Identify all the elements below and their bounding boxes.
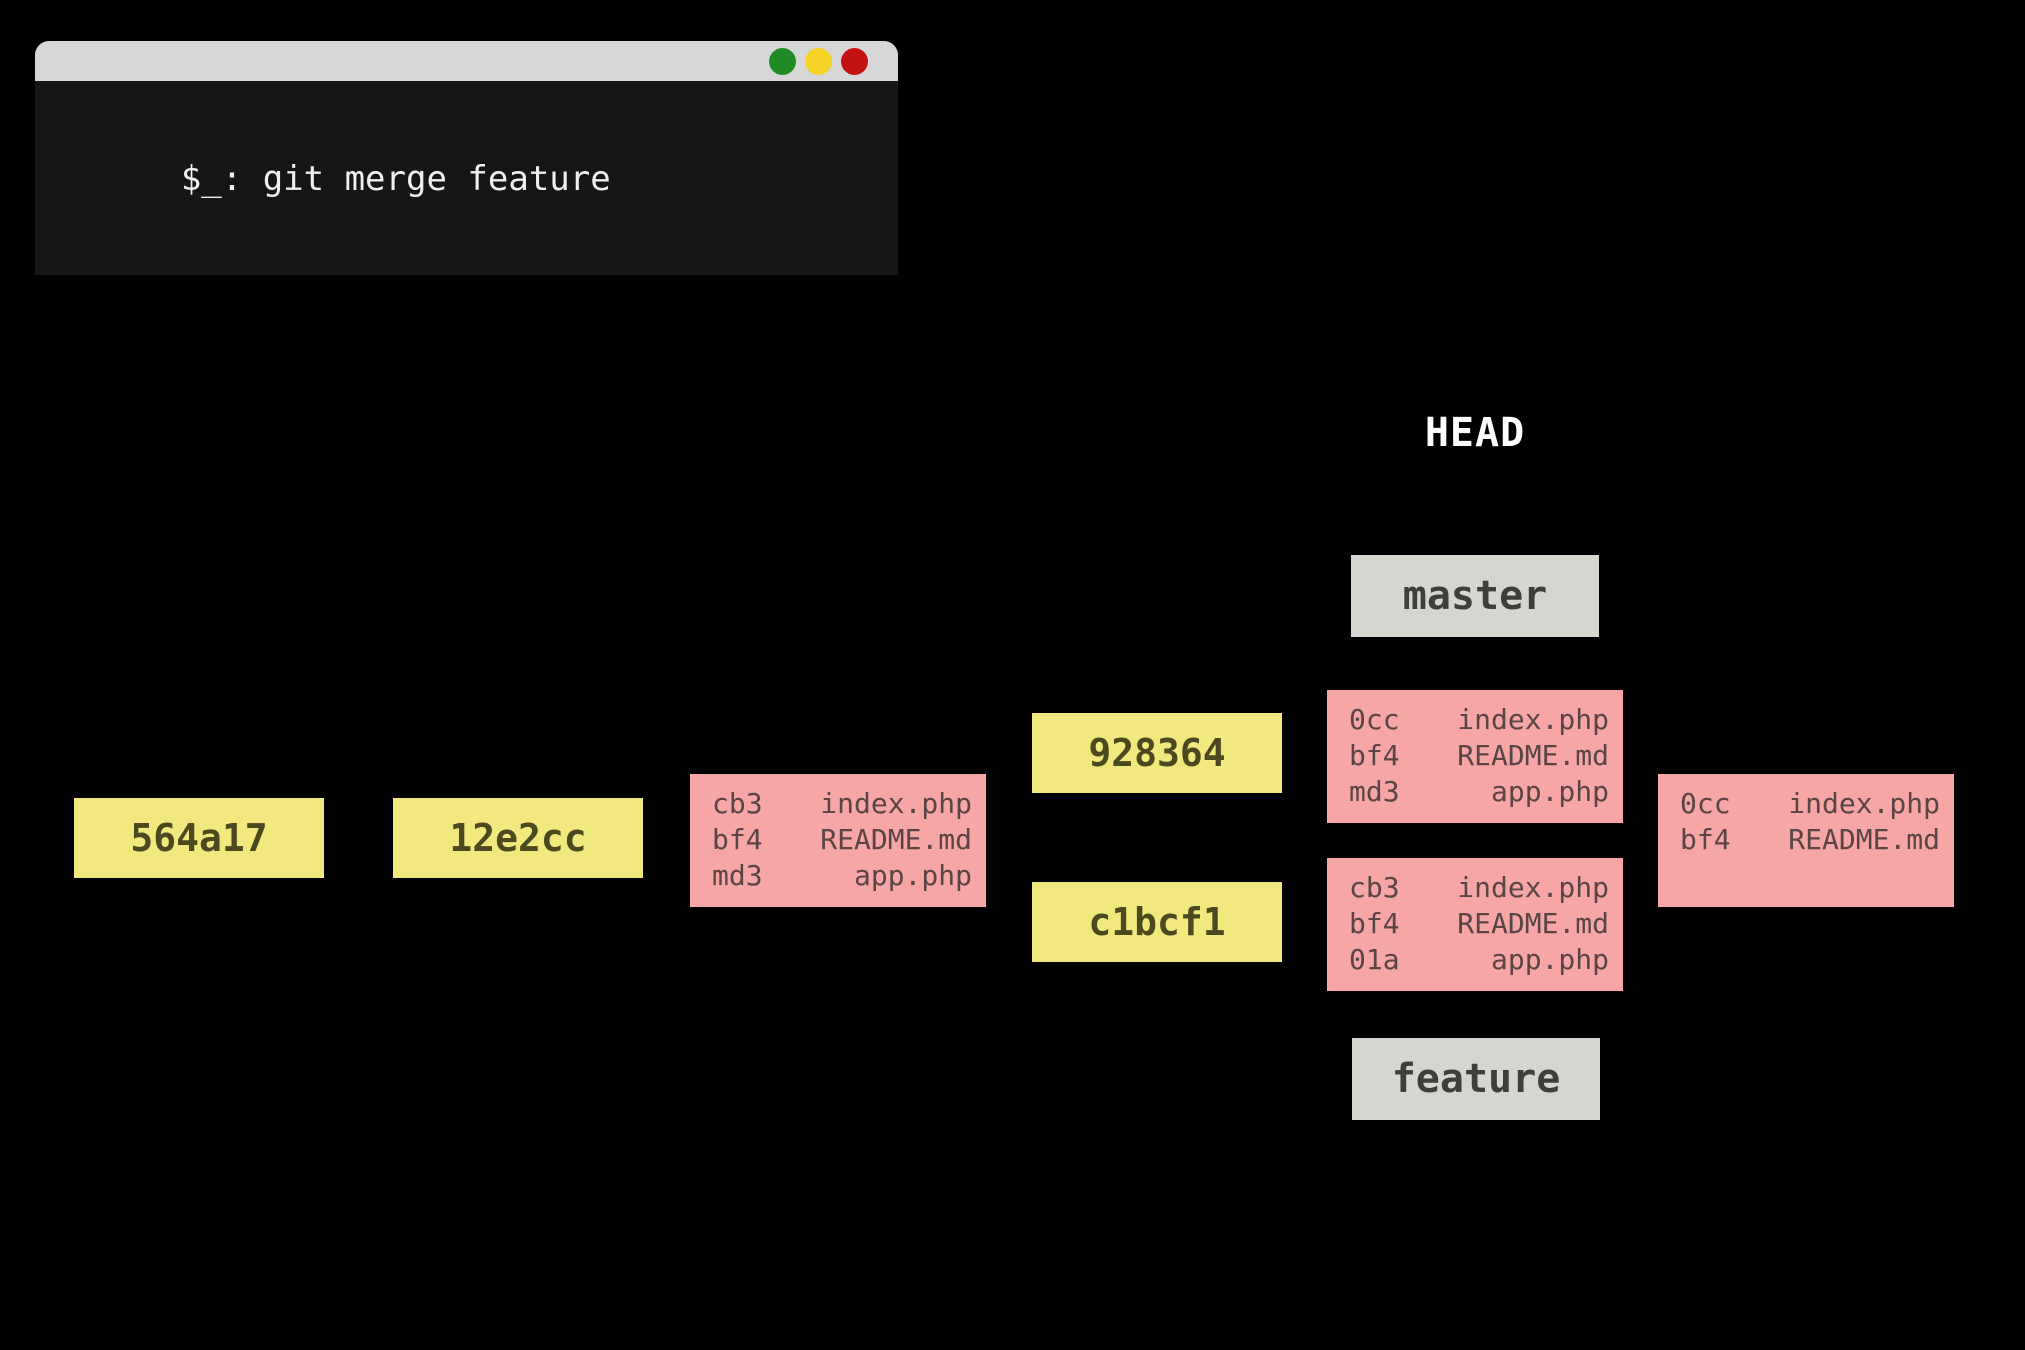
blob-hash: 01a bbox=[1349, 943, 1400, 976]
file-tree-row: md3 app.php bbox=[712, 858, 972, 894]
file-tree-row: bf4 README.md bbox=[1680, 822, 1940, 858]
file-name: README.md bbox=[1457, 907, 1609, 940]
file-tree-row: cb3 index.php bbox=[712, 786, 972, 822]
file-tree-row: 0cc index.php bbox=[1680, 786, 1940, 822]
file-tree-feature: cb3 index.php bf4 README.md 01a app.php bbox=[1327, 858, 1623, 991]
blob-hash: md3 bbox=[1349, 775, 1400, 808]
file-tree-12e2cc: cb3 index.php bf4 README.md md3 app.php bbox=[690, 774, 986, 907]
commit-hash: 928364 bbox=[1088, 731, 1226, 775]
branch-master-text: master bbox=[1402, 573, 1548, 619]
file-name: index.php bbox=[1457, 871, 1609, 904]
window-yellow-light-icon[interactable] bbox=[805, 47, 832, 75]
terminal-command-text: $_: git merge feature bbox=[180, 159, 611, 199]
commit-hash: c1bcf1 bbox=[1088, 900, 1226, 944]
blob-hash: cb3 bbox=[712, 787, 763, 820]
file-tree-row: bf4 README.md bbox=[712, 822, 972, 858]
file-name: app.php bbox=[853, 859, 972, 892]
blob-hash: 0cc bbox=[1349, 703, 1400, 736]
file-name: README.md bbox=[1457, 739, 1609, 772]
terminal-window: $_: git merge feature bbox=[35, 41, 898, 275]
file-name: app.php bbox=[1490, 775, 1609, 808]
file-tree-row: bf4 README.md bbox=[1349, 738, 1609, 774]
commit-hash: 564a17 bbox=[130, 816, 268, 860]
file-tree-row: 0cc index.php bbox=[1349, 702, 1609, 738]
file-tree-row: bf4 README.md bbox=[1349, 906, 1609, 942]
branch-label-feature: feature bbox=[1352, 1038, 1600, 1120]
terminal-body[interactable]: $_: git merge feature bbox=[35, 81, 898, 275]
blob-hash: bf4 bbox=[1680, 823, 1731, 856]
window-red-light-icon[interactable] bbox=[841, 47, 868, 75]
commit-node-c1bcf1: c1bcf1 bbox=[1032, 882, 1282, 962]
blob-hash: bf4 bbox=[1349, 907, 1400, 940]
branch-label-master: master bbox=[1351, 555, 1599, 637]
commit-node-12e2cc: 12e2cc bbox=[393, 798, 643, 878]
file-tree-row: 01a app.php bbox=[1349, 942, 1609, 978]
file-tree-merge-result: 0cc index.php bf4 README.md bbox=[1658, 774, 1954, 907]
blob-hash: cb3 bbox=[1349, 871, 1400, 904]
file-name: README.md bbox=[1788, 823, 1940, 856]
blob-hash: md3 bbox=[712, 859, 763, 892]
blob-hash: 0cc bbox=[1680, 787, 1731, 820]
commit-node-564a17: 564a17 bbox=[74, 798, 324, 878]
blob-hash: bf4 bbox=[1349, 739, 1400, 772]
blob-hash: bf4 bbox=[712, 823, 763, 856]
head-label: HEAD bbox=[1424, 410, 1526, 456]
file-name: app.php bbox=[1490, 943, 1609, 976]
file-name: index.php bbox=[820, 787, 972, 820]
terminal-titlebar bbox=[35, 41, 898, 81]
branch-feature-text: feature bbox=[1391, 1056, 1561, 1102]
commit-node-928364: 928364 bbox=[1032, 713, 1282, 793]
file-tree-row: md3 app.php bbox=[1349, 774, 1609, 810]
file-tree-master: 0cc index.php bf4 README.md md3 app.php bbox=[1327, 690, 1623, 823]
file-name: README.md bbox=[820, 823, 972, 856]
window-green-light-icon[interactable] bbox=[769, 47, 796, 75]
file-name: index.php bbox=[1788, 787, 1940, 820]
file-tree-row: cb3 index.php bbox=[1349, 870, 1609, 906]
file-name: index.php bbox=[1457, 703, 1609, 736]
commit-hash: 12e2cc bbox=[449, 816, 587, 860]
